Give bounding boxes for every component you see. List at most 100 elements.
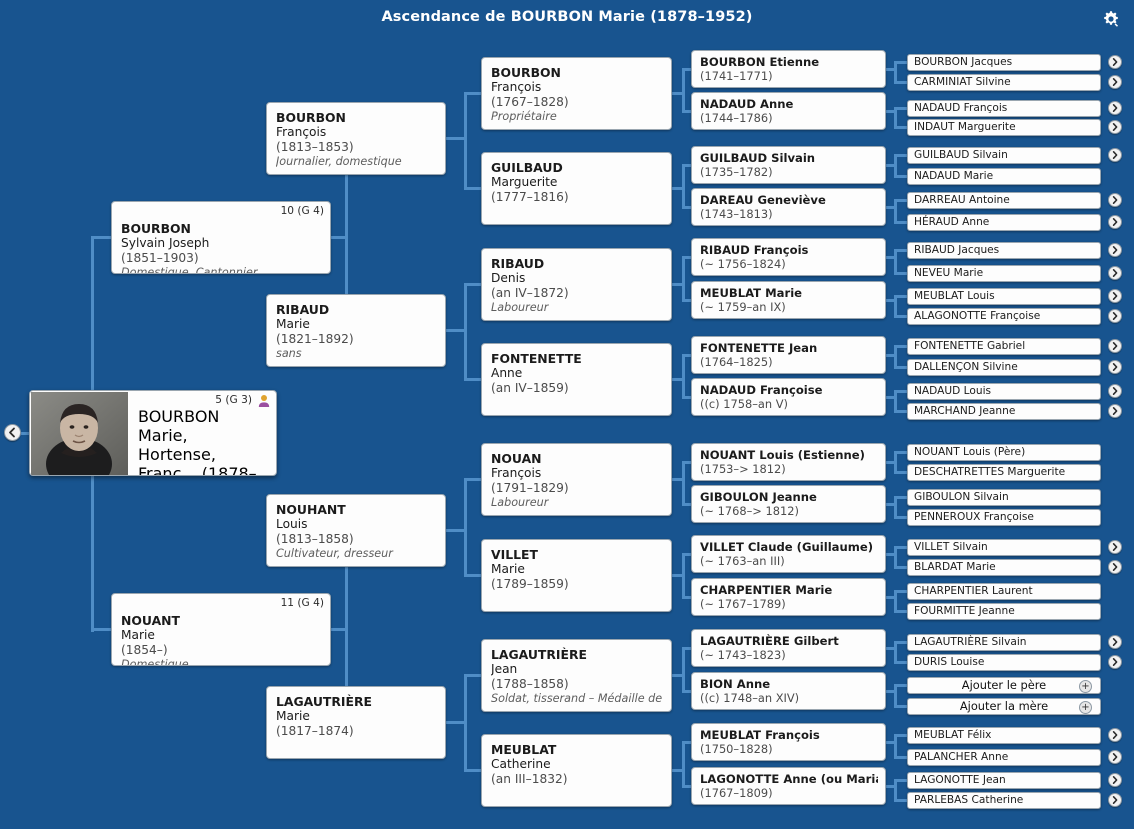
gen5-card-12[interactable]: LAGAUTRIÈRE Gilbert(~ 1743–1823): [691, 629, 886, 667]
plus-icon[interactable]: +: [1079, 701, 1092, 714]
gen5-card-2[interactable]: GUILBAUD Silvain(1735–1782): [691, 146, 886, 184]
chevron-right-icon[interactable]: [1108, 120, 1122, 134]
gen6-card-0[interactable]: BOURBON Jacques: [907, 54, 1101, 71]
gen6-card-2[interactable]: NADAUD François: [907, 100, 1101, 117]
chevron-right-icon[interactable]: [1108, 728, 1122, 742]
gen5-card-13[interactable]: BION Anne((c) 1748–an XIV): [691, 672, 886, 710]
gen5-card-10[interactable]: VILLET Claude (Guillaume)(~ 1763–an III): [691, 535, 886, 573]
chevron-right-icon[interactable]: [1108, 540, 1122, 554]
gen6-card-28[interactable]: MEUBLAT Félix: [907, 727, 1101, 744]
chevron-right-icon[interactable]: [1108, 266, 1122, 280]
gen6-card-11[interactable]: ALAGONOTTE Françoise: [907, 308, 1101, 325]
gen6-card-9[interactable]: NEVEU Marie: [907, 265, 1101, 282]
gen6-card-5[interactable]: NADAUD Marie: [907, 168, 1101, 185]
gen5-card-1[interactable]: NADAUD Anne(1744–1786): [691, 92, 886, 130]
gen5-card-7[interactable]: NADAUD Françoise((c) 1758–an V): [691, 378, 886, 416]
chevron-right-icon[interactable]: [1108, 339, 1122, 353]
root-person-card[interactable]: BOURBON Marie, Hortense, Franç... (1878–…: [29, 390, 277, 476]
gen6-card-8[interactable]: RIBAUD Jacques: [907, 242, 1101, 259]
chevron-right-icon[interactable]: [1108, 655, 1122, 669]
gen6-card-14[interactable]: NADAUD Louis: [907, 383, 1101, 400]
gen5-card-14[interactable]: MEUBLAT François(1750–1828): [691, 723, 886, 761]
add-parent-button-26[interactable]: Ajouter le père+: [907, 677, 1101, 694]
gen6-card-22[interactable]: CHARPENTIER Laurent: [907, 583, 1101, 600]
gen6-card-25[interactable]: DURIS Louise: [907, 654, 1101, 671]
gen5-card-4[interactable]: RIBAUD François(~ 1756–1824): [691, 238, 886, 276]
gen6-card-18[interactable]: GIBOULON Silvain: [907, 489, 1101, 506]
chevron-right-icon[interactable]: [1108, 635, 1122, 649]
chevron-right-icon[interactable]: [1108, 309, 1122, 323]
chevron-right-icon[interactable]: [1108, 384, 1122, 398]
gen6-card-31[interactable]: PARLEBAS Catherine: [907, 792, 1101, 809]
gen5-card-9[interactable]: GIBOULON Jeanne(~ 1768–> 1812): [691, 485, 886, 523]
gen6-card-23[interactable]: FOURMITTE Jeanne: [907, 603, 1101, 620]
gen5-card-15[interactable]: LAGONOTTE Anne (ou Marianne)(1767–1809): [691, 767, 886, 805]
chevron-right-icon[interactable]: [1108, 55, 1122, 69]
chevron-right-icon[interactable]: [1108, 193, 1122, 207]
chevron-right-icon[interactable]: [1108, 750, 1122, 764]
gen6-card-29[interactable]: PALANCHER Anne: [907, 749, 1101, 766]
occupation: Domestique, Cantonnier: [121, 266, 258, 274]
gen6-card-3[interactable]: INDAUT Marguerite: [907, 119, 1101, 136]
gen6-card-20[interactable]: VILLET Silvain: [907, 539, 1101, 556]
surname: NOUHANT: [276, 502, 346, 517]
gen5-card-8[interactable]: NOUANT Louis (Estienne)(1753–> 1812): [691, 443, 886, 481]
chevron-right-icon[interactable]: [1108, 404, 1122, 418]
chevron-right-icon[interactable]: [1108, 243, 1122, 257]
gen6-card-30[interactable]: LAGONOTTE Jean: [907, 772, 1101, 789]
gen5-card-5[interactable]: MEUBLAT Marie(~ 1759–an IX): [691, 281, 886, 319]
plus-icon[interactable]: +: [1079, 680, 1092, 693]
gen5-card-0[interactable]: BOURBON Etienne(1741–1771): [691, 50, 886, 88]
chevron-right-icon[interactable]: [1108, 773, 1122, 787]
connector-line: [682, 354, 685, 399]
gen6-card-13[interactable]: DALLENÇON Silvine: [907, 359, 1101, 376]
chevron-right-icon[interactable]: [1108, 148, 1122, 162]
connector-line: [894, 249, 907, 252]
chevron-right-icon[interactable]: [1108, 101, 1122, 115]
chevron-right-icon[interactable]: [1108, 215, 1122, 229]
gear-icon[interactable]: [1100, 8, 1122, 30]
chevron-right-icon[interactable]: [1108, 289, 1122, 303]
add-parent-button-27[interactable]: Ajouter la mère+: [907, 698, 1101, 715]
gen6-card-10[interactable]: MEUBLAT Louis: [907, 288, 1101, 305]
gen5-card-6[interactable]: FONTENETTE Jean(1764–1825): [691, 336, 886, 374]
gen5-card-11[interactable]: CHARPENTIER Marie(~ 1767–1789): [691, 578, 886, 616]
chevron-right-icon[interactable]: [1108, 75, 1122, 89]
chevron-right-icon[interactable]: [1108, 360, 1122, 374]
chevron-right-icon[interactable]: [1108, 560, 1122, 574]
gen6-card-1[interactable]: CARMINIAT Silvine: [907, 74, 1101, 91]
root-given-name: Marie, Hortense, Franç...: [138, 426, 216, 476]
gen6-card-16[interactable]: NOUANT Louis (Père): [907, 444, 1101, 461]
gen6-card-12[interactable]: FONTENETTE Gabriel: [907, 338, 1101, 355]
gen6-card-6[interactable]: DARREAU Antoine: [907, 192, 1101, 209]
connector-line: [886, 256, 897, 259]
connector-line: [894, 516, 907, 519]
gen5-card-3[interactable]: DAREAU Geneviève(1743–1813): [691, 188, 886, 226]
gen6-card-15[interactable]: MARCHAND Jeanne: [907, 403, 1101, 420]
gen6-card-7[interactable]: HÉRAUD Anne: [907, 214, 1101, 231]
gen6-card-19[interactable]: PENNEROUX Françoise: [907, 509, 1101, 526]
gen6-card-21[interactable]: BLARDAT Marie: [907, 559, 1101, 576]
connector-line: [672, 378, 685, 381]
gen6-card-17[interactable]: DESCHATRETTES Marguerite: [907, 464, 1101, 481]
chevron-right-icon[interactable]: [1108, 793, 1122, 807]
previous-generation-button[interactable]: [4, 424, 21, 441]
gen6-card-4[interactable]: GUILBAUD Silvain: [907, 147, 1101, 164]
connector-line: [894, 471, 907, 474]
gen6-card-24[interactable]: LAGAUTRIÈRE Silvain: [907, 634, 1101, 651]
